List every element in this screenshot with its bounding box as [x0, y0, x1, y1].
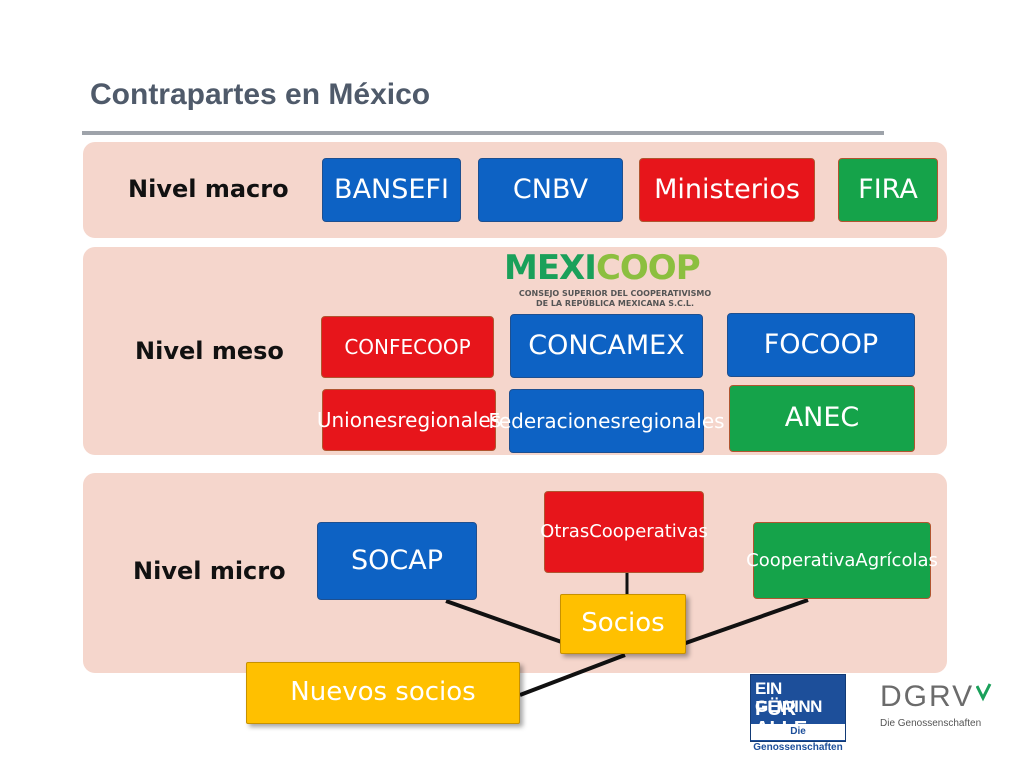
mexicoop-sub-line2: DE LA REPÚBLICA MEXICANA S.C.L. [535, 299, 695, 308]
line-socap-socios [445, 599, 571, 647]
uniones-line2: regionales [397, 408, 502, 432]
box-cnbv: CNBV [478, 158, 623, 222]
box-otras-cooperativas: Otras Cooperativas [540, 491, 708, 573]
dgrv-wordmark: DGRV [880, 680, 975, 713]
box-socios: Socios [560, 594, 686, 654]
page-title: Contrapartes en México [90, 78, 431, 111]
coopagr-line2: Agrícolas [855, 549, 938, 571]
dgrv-subtitle: Die Genossenschaften [880, 718, 982, 729]
label-nivel-meso: Nivel meso [135, 337, 284, 365]
box-socap: SOCAP [317, 522, 477, 600]
mexicoop-logo: MEXICOOP CONSEJO SUPERIOR DEL COOPERATIV… [500, 246, 730, 310]
box-cooperativa-agricolas: Cooperativa Agrícolas [746, 522, 938, 599]
box-federaciones-regionales: Federaciones regionales [488, 389, 725, 453]
federaciones-line1: Federaciones [488, 409, 621, 433]
box-bansefi: BANSEFI [322, 158, 461, 222]
box-focoop: FOCOOP [727, 313, 915, 377]
otras-line2: Cooperativas [589, 520, 708, 542]
box-fira: FIRA [838, 158, 938, 222]
label-nivel-micro: Nivel micro [133, 557, 286, 585]
badge-line3: Die Genossenschaften [751, 724, 845, 753]
title-underline [82, 131, 884, 135]
box-anec: ANEC [729, 385, 915, 452]
line-nuevos-socios [519, 653, 626, 697]
mexicoop-coop: COOP [595, 248, 701, 288]
label-nivel-macro: Nivel macro [128, 175, 289, 203]
badge-line1: EIN GEWINN [755, 679, 822, 716]
mexicoop-wordmark: MEXICOOP [504, 248, 701, 288]
box-uniones-regionales: Uniones regionales [317, 389, 501, 451]
box-ministerios: Ministerios [639, 158, 815, 222]
coopagr-line1: Cooperativa [746, 549, 856, 571]
mexicoop-mexi: MEXI [504, 248, 597, 288]
box-nuevos-socios: Nuevos socios [246, 662, 520, 724]
otras-line1: Otras [540, 520, 590, 542]
federaciones-line2: regionales [620, 409, 725, 433]
mexicoop-sub-line1: CONSEJO SUPERIOR DEL COOPERATIVISMO [518, 289, 712, 298]
ein-gewinn-badge-logo: EIN GEWINN FÜR ALLE Die Genossenschaften [750, 674, 846, 753]
dgrv-check-icon [976, 683, 992, 702]
box-concamex: CONCAMEX [510, 314, 703, 378]
dgrv-logo: DGRV Die Genossenschaften [880, 680, 1000, 730]
line-coopagr-socios [679, 598, 809, 647]
mexicoop-subtitle: CONSEJO SUPERIOR DEL COOPERATIVISMO DE L… [504, 289, 726, 309]
box-confecoop: CONFECOOP [321, 316, 494, 378]
uniones-line1: Uniones [316, 408, 398, 432]
